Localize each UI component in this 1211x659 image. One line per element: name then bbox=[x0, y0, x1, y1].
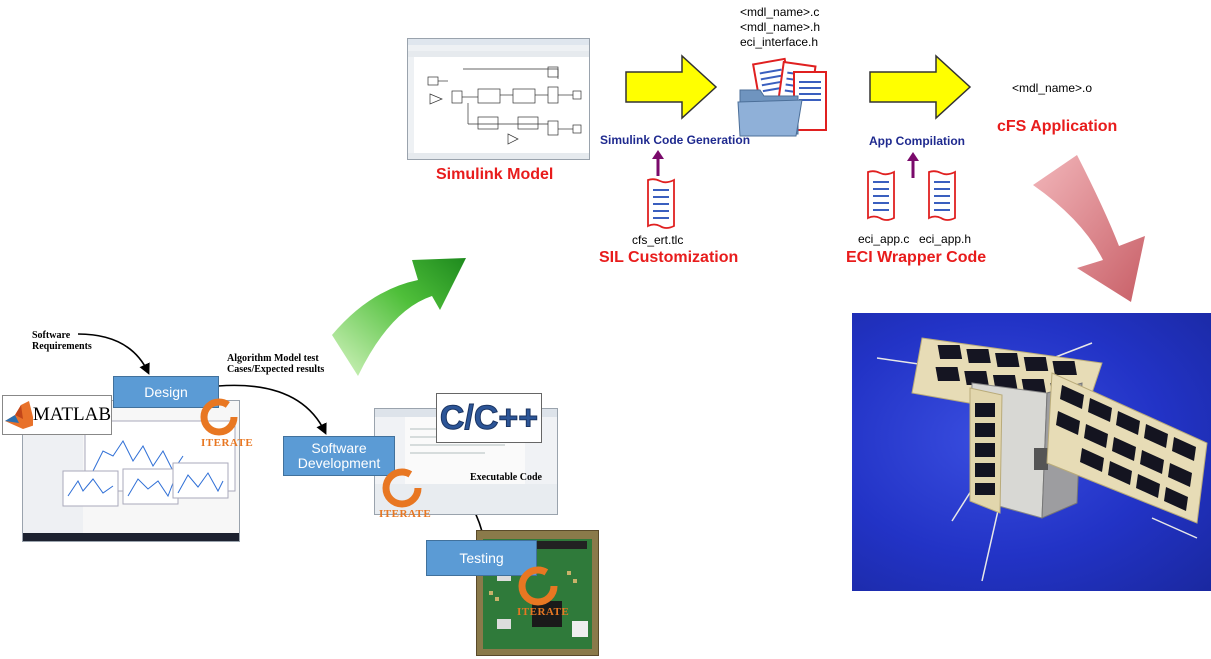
testing-stage-box: Testing bbox=[426, 540, 537, 576]
matlab-membrane-icon bbox=[5, 401, 33, 429]
iterate-label-development: ITERATE bbox=[379, 508, 432, 520]
simulink-block-diagram bbox=[408, 39, 589, 159]
software-requirements-label: Software Requirements bbox=[32, 330, 92, 352]
pink-curved-arrow bbox=[1033, 155, 1145, 302]
yellow-arrow-compile bbox=[869, 54, 972, 120]
simulink-model-title: Simulink Model bbox=[436, 166, 554, 183]
generated-file-c: <mdl_name>.c bbox=[740, 5, 820, 19]
sil-customization-title: SIL Customization bbox=[599, 249, 739, 266]
simulink-model-screenshot bbox=[407, 38, 590, 160]
app-compilation-label: App Compilation bbox=[869, 134, 965, 148]
matlab-logo-text: MATLAB bbox=[32, 404, 111, 425]
iterate-cycle-icon-testing bbox=[518, 566, 558, 606]
cpp-logo-text: C/C++ bbox=[439, 398, 539, 437]
purple-arrow-eci bbox=[907, 152, 919, 178]
iterate-cycle-icon-design bbox=[200, 398, 238, 436]
yellow-arrow-codegen bbox=[625, 54, 718, 120]
tlc-document-icon bbox=[647, 178, 675, 229]
sil-file-label: cfs_ert.tlc bbox=[632, 233, 684, 247]
folder-with-documents-icon bbox=[737, 57, 827, 137]
cpp-logo-box: C/C++ bbox=[436, 393, 542, 443]
eci-wrapper-title: ECI Wrapper Code bbox=[846, 249, 987, 266]
cubesat-illustration bbox=[876, 337, 1208, 582]
iterate-label-testing: ITERATE bbox=[517, 606, 570, 618]
eci-app-c-label: eci_app.c bbox=[858, 232, 910, 246]
design-stage-box: Design bbox=[113, 376, 219, 408]
eci-app-c-document-icon bbox=[867, 170, 895, 221]
cubesat-photo bbox=[852, 313, 1211, 591]
algorithm-model-test-label: Algorithm Model test Cases/Expected resu… bbox=[227, 353, 325, 375]
object-file-label: <mdl_name>.o bbox=[1012, 81, 1093, 95]
generated-file-eci-interface: eci_interface.h bbox=[740, 35, 819, 49]
green-curved-arrow bbox=[332, 258, 466, 376]
simulink-codegen-label: Simulink Code Generation bbox=[600, 133, 751, 147]
generated-file-h: <mdl_name>.h bbox=[740, 20, 821, 34]
cfs-application-title: cFS Application bbox=[997, 118, 1118, 135]
eci-app-h-document-icon bbox=[928, 170, 956, 221]
iterate-cycle-icon-development bbox=[382, 468, 422, 508]
iterate-label-design: ITERATE bbox=[201, 437, 254, 449]
software-development-stage-box: Software Development bbox=[283, 436, 395, 476]
eci-app-h-label: eci_app.h bbox=[919, 232, 972, 246]
executable-code-label: Executable Code bbox=[470, 472, 542, 483]
purple-arrow-sil bbox=[652, 150, 664, 176]
matlab-logo-box: MATLAB bbox=[2, 395, 112, 435]
